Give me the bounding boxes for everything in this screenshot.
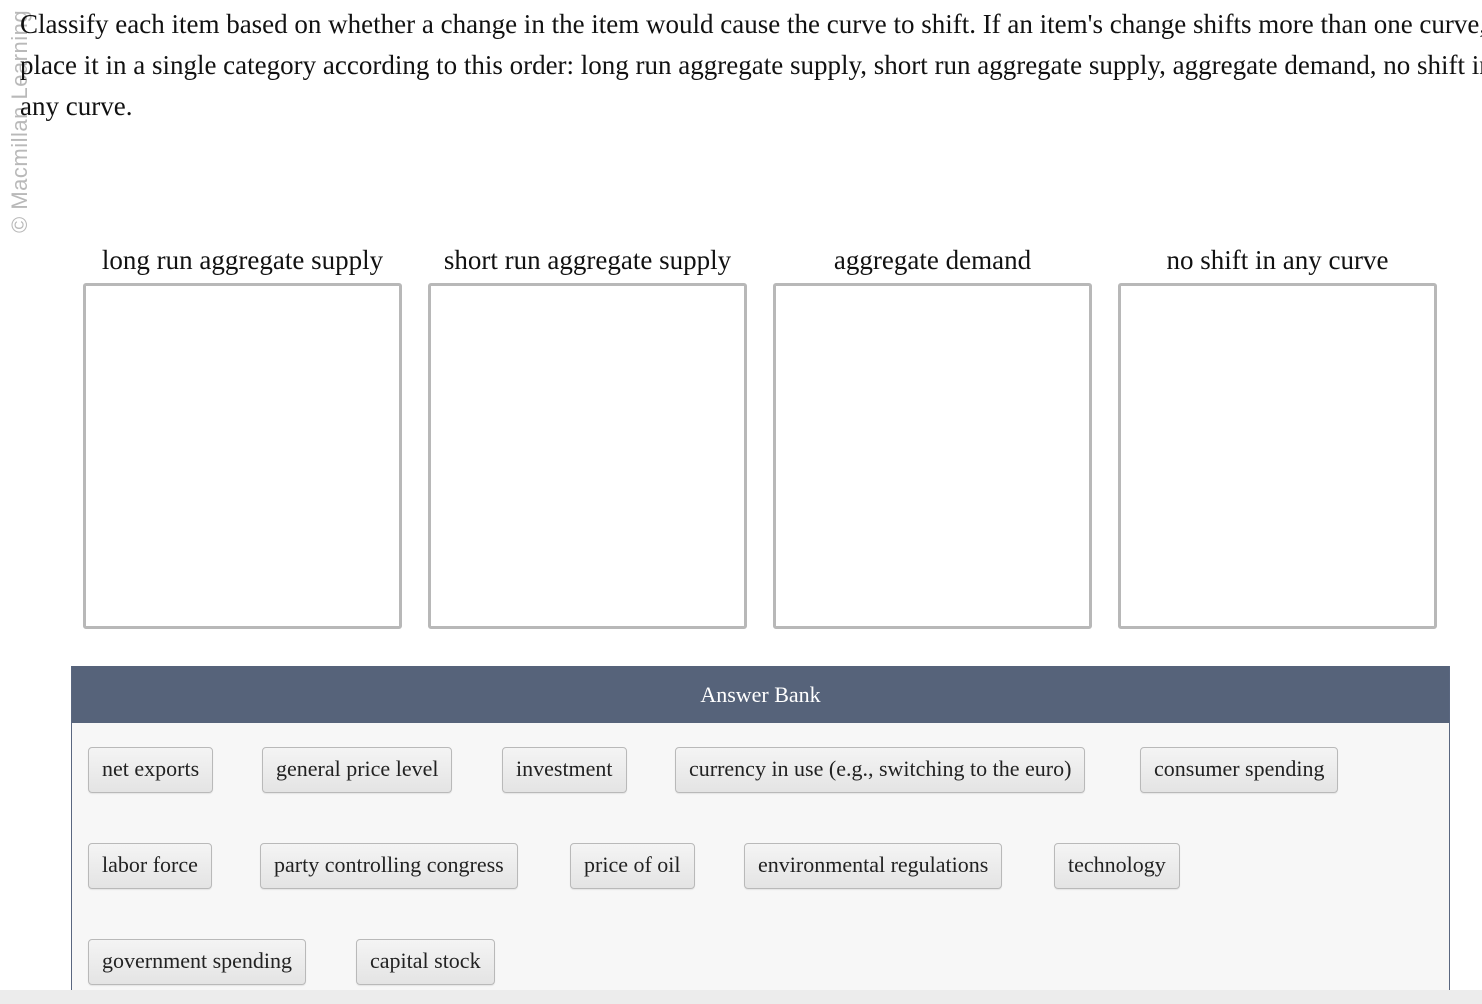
answer-chip-capital-stock[interactable]: capital stock [356,939,495,985]
answer-chip-general-price-level[interactable]: general price level [262,747,453,793]
answer-chip-labor-force[interactable]: labor force [88,843,212,889]
category-title: aggregate demand [833,245,1032,275]
bottom-bar [0,990,1482,1004]
answer-chip-technology[interactable]: technology [1054,843,1180,889]
category-title: long run aggregate supply [101,245,384,275]
category-aggregate-demand: aggregate demand [760,240,1105,629]
drop-zone-no-shift[interactable] [1118,283,1437,629]
instructions-text: Classify each item based on whether a ch… [20,9,1482,121]
category-short-run-aggregate-supply: short run aggregate supply [415,240,760,629]
answer-bank-title: Answer Bank [72,666,1449,723]
answer-chip-environmental-regulations[interactable]: environmental regulations [744,843,1003,889]
answer-chip-government-spending[interactable]: government spending [88,939,307,985]
answer-chip-consumer-spending[interactable]: consumer spending [1140,747,1339,793]
answer-chip-currency-in-use[interactable]: currency in use (e.g., switching to the … [675,747,1086,793]
drop-zone-aggregate-demand[interactable] [773,283,1092,629]
answer-chip-price-of-oil[interactable]: price of oil [570,843,695,889]
category-title: no shift in any curve [1166,245,1389,275]
answer-chip-net-exports[interactable]: net exports [88,747,214,793]
category-no-shift: no shift in any curve [1105,240,1450,629]
drop-zone-short-run-aggregate-supply[interactable] [428,283,747,629]
drop-zone-long-run-aggregate-supply[interactable] [83,283,402,629]
answer-chip-party-controlling-congress[interactable]: party controlling congress [260,843,518,889]
answer-chip-investment[interactable]: investment [502,747,627,793]
category-long-run-aggregate-supply: long run aggregate supply [70,240,415,629]
answer-bank: Answer Bank net exports general price le… [71,666,1450,1004]
category-columns: long run aggregate supply short run aggr… [0,240,1482,640]
category-title: short run aggregate supply [443,245,732,275]
